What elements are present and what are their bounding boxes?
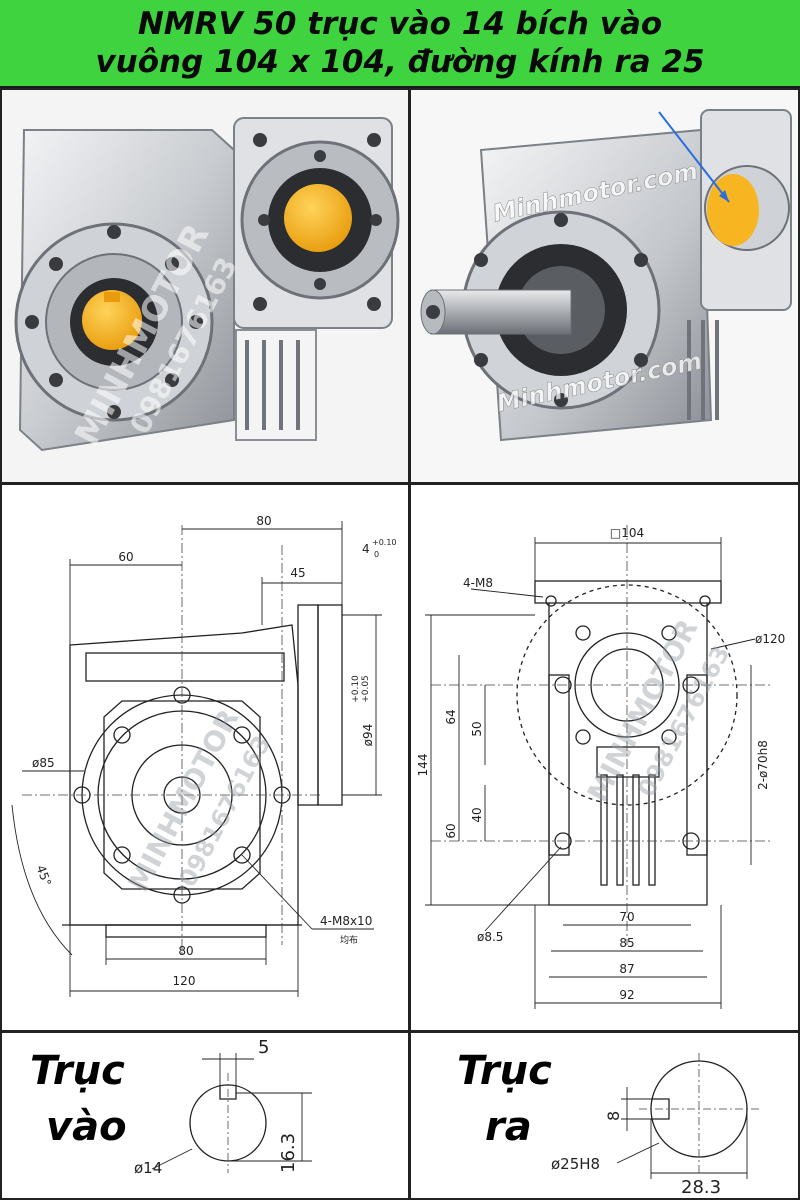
dim-front-92: 92: [619, 988, 634, 1002]
dim-side-tol-zero: 0: [374, 550, 379, 559]
dim-front-m8: 4-M8: [463, 576, 493, 590]
dim-front-70: 70: [619, 910, 634, 924]
dim-side-tol-plus: +0.10: [372, 538, 397, 547]
dim-side-60: 60: [118, 550, 133, 564]
dim-front-phi8-5: ø8.5: [477, 930, 503, 944]
output-key-width: 8: [604, 1111, 623, 1121]
input-shaft-label-1: Trục: [30, 1048, 125, 1094]
title-banner: NMRV 50 trục vào 14 bích vào vuông 104 x…: [0, 0, 800, 88]
pointer-arrow: [658, 111, 730, 203]
output-shaft-svg: 8 ø25H8 28.3: [551, 1053, 759, 1198]
output-shaft-label-2: ra: [485, 1104, 532, 1150]
dim-front-64: 64: [444, 709, 458, 724]
output-shaft-label-1: Trục: [457, 1048, 552, 1094]
input-diameter: ø14: [134, 1159, 162, 1177]
drawing-front-view: □104 4-M8 ø120 144 64 50 60 40 2-ø70h8 7…: [411, 485, 798, 1030]
dim-side-80-top: 80: [256, 514, 271, 528]
dim-side-45: 45: [290, 566, 305, 580]
dim-front-phi120: ø120: [755, 632, 785, 646]
dim-front-87: 87: [619, 962, 634, 976]
grid-divider-row-1: [0, 482, 800, 485]
photo-gearbox-front: MINHMOTOR 0981676163: [2, 90, 408, 482]
output-height: 28.3: [681, 1177, 721, 1198]
dim-front-phi70: 2-ø70h8: [756, 740, 770, 790]
grid-frame: [0, 88, 800, 1200]
dim-side-bolt-note: 均布: [340, 934, 358, 946]
front-view-svg: □104 4-M8 ø120 144 64 50 60 40 2-ø70h8 7…: [416, 525, 785, 1009]
grid-divider-row-2: [0, 1030, 800, 1033]
dim-side-120: 120: [173, 974, 196, 988]
drawing-side-view: 80 60 4 +0.10 0 45 ø85 ø94 +0.10 +0.05 4…: [2, 485, 408, 1030]
dim-side-phi94-tol1: +0.10: [351, 675, 361, 703]
dim-front-144: 144: [416, 754, 430, 777]
dim-front-40: 40: [470, 807, 484, 822]
gearbox-front-illustration: MINHMOTOR 0981676163: [2, 90, 408, 482]
dim-side-phi94-tol2: +0.05: [361, 675, 371, 703]
title-line-2: vuông 104 x 104, đường kính ra 25: [95, 44, 705, 80]
input-cap: [284, 184, 352, 252]
dim-side-80-bottom: 80: [178, 944, 193, 958]
dim-front-85: 85: [619, 936, 634, 950]
dim-side-angle: 45°: [34, 863, 54, 888]
gearbox-shaft-illustration: Minhmotor.com Minhmotor.com: [411, 90, 798, 482]
input-key-width: 5: [258, 1037, 269, 1058]
section-input-shaft: Trục vào 5 ø14 16.3: [2, 1033, 408, 1198]
grid-divider-vertical: [408, 88, 411, 1200]
input-shaft-label-2: vào: [46, 1104, 127, 1150]
dim-front-104: □104: [610, 526, 644, 540]
dim-front-60: 60: [444, 823, 458, 838]
section-output-shaft: Trục ra 8 ø25H8 28.3: [411, 1033, 798, 1198]
side-view-svg: 80 60 4 +0.10 0 45 ø85 ø94 +0.10 +0.05 4…: [11, 514, 397, 997]
dim-side-tol: 4: [362, 542, 370, 556]
input-shaft-svg: 5 ø14 16.3: [134, 1037, 312, 1177]
dim-side-phi85: ø85: [32, 756, 55, 770]
dim-side-phi94: ø94: [361, 724, 375, 747]
output-diameter: ø25H8: [551, 1155, 600, 1173]
output-cap: [82, 290, 142, 350]
title-line-1: NMRV 50 trục vào 14 bích vào: [137, 6, 663, 42]
dim-front-50: 50: [470, 721, 484, 736]
input-height: 16.3: [278, 1133, 299, 1173]
dim-side-bolt: 4-M8x10: [320, 914, 372, 928]
photo-gearbox-shaft: Minhmotor.com Minhmotor.com: [411, 90, 798, 482]
